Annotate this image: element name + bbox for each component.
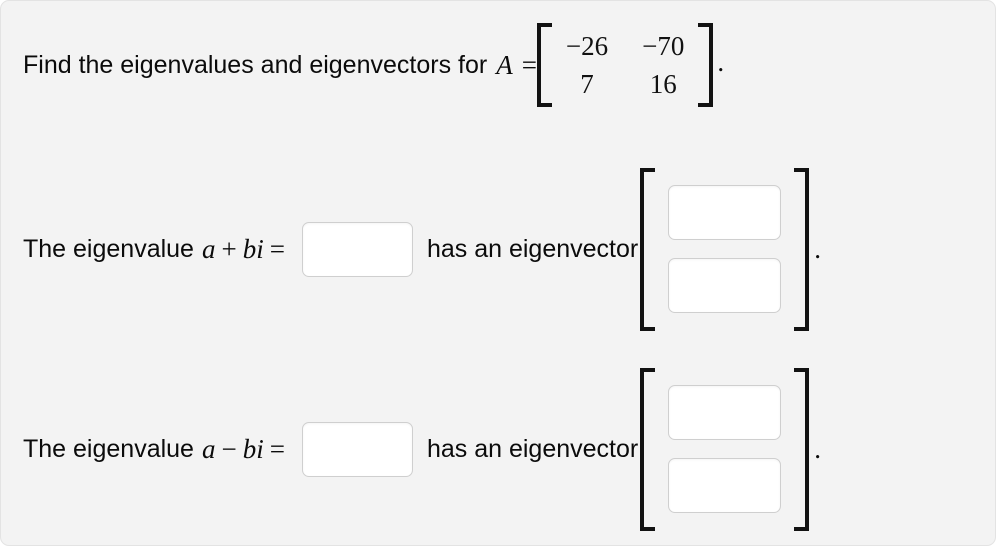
eigen-row-minus: The eigenvalue a − bi = has an eigenvect… bbox=[23, 367, 821, 531]
eigenvector-minus-input-row2[interactable] bbox=[668, 458, 782, 513]
eigenvalue-input-minus[interactable] bbox=[301, 421, 413, 477]
eigen-row-plus: The eigenvalue a + bi = has an eigenvect… bbox=[23, 167, 821, 331]
equals-sign: = bbox=[521, 49, 537, 80]
eigenvalue-var-a: a bbox=[201, 233, 216, 264]
eigenvector-minus-bracket-left-icon bbox=[640, 367, 656, 531]
matrix-a: −26 −70 7 16 bbox=[536, 23, 714, 107]
matrix-a-cells: −26 −70 7 16 bbox=[552, 23, 698, 107]
eigenvector-plus: . bbox=[640, 167, 821, 331]
matrix-cell-r2c1: 7 bbox=[580, 68, 594, 99]
eigenvalue-equals-minus: = bbox=[269, 433, 285, 464]
eigenvalue-operator-plus: + bbox=[221, 233, 237, 264]
eigenvector-minus-trailing-period: . bbox=[814, 433, 821, 464]
prompt-text: Find the eigenvalues and eigenvectors fo… bbox=[23, 50, 488, 79]
eigenvector-minus-bracket-right-icon bbox=[794, 367, 810, 531]
matrix-bracket-left-icon bbox=[536, 23, 552, 107]
prompt-trailing-period: . bbox=[717, 47, 725, 77]
matrix-cell-r1c1: −26 bbox=[565, 30, 609, 61]
matrix-cell-r1c2: −70 bbox=[642, 30, 685, 61]
eigenvector-bracket-left-icon bbox=[640, 167, 656, 331]
prompt-row: Find the eigenvalues and eigenvectors fo… bbox=[23, 23, 725, 107]
eigenvalue-label-prefix: The eigenvalue bbox=[23, 234, 194, 263]
eigenvalue-label-plus: The eigenvalue a + bi = bbox=[23, 233, 291, 264]
eigenvalue-var-bi-minus: bi bbox=[242, 433, 264, 464]
eigenvector-plus-cells bbox=[655, 168, 794, 331]
matrix-symbol-a: A bbox=[496, 49, 513, 80]
eigenvector-minus-input-row1[interactable] bbox=[668, 385, 782, 440]
matrix-bracket-right-icon bbox=[698, 23, 714, 107]
eigenvector-connector-plus: has an eigenvector bbox=[426, 234, 639, 263]
eigenvalue-input-plus[interactable] bbox=[301, 221, 413, 277]
eigenvalue-equals: = bbox=[269, 233, 285, 264]
eigenvector-plus-input-row2[interactable] bbox=[668, 258, 782, 313]
eigenvector-connector-minus: has an eigenvector bbox=[426, 434, 639, 463]
eigenvalue-label-prefix-minus: The eigenvalue bbox=[23, 434, 194, 463]
eigenvalue-var-a-minus: a bbox=[201, 433, 216, 464]
matrix-cell-r2c2: 16 bbox=[649, 68, 677, 99]
eigenvector-plus-trailing-period: . bbox=[814, 233, 821, 264]
eigenvector-minus: . bbox=[640, 367, 821, 531]
eigenvalue-var-bi: bi bbox=[242, 233, 264, 264]
eigenvector-minus-cells bbox=[655, 368, 794, 531]
eigenvalue-label-minus: The eigenvalue a − bi = bbox=[23, 433, 291, 464]
eigenvector-plus-input-row1[interactable] bbox=[668, 185, 782, 240]
eigenvalue-operator-minus: − bbox=[221, 433, 237, 464]
eigenvector-bracket-right-icon bbox=[794, 167, 810, 331]
